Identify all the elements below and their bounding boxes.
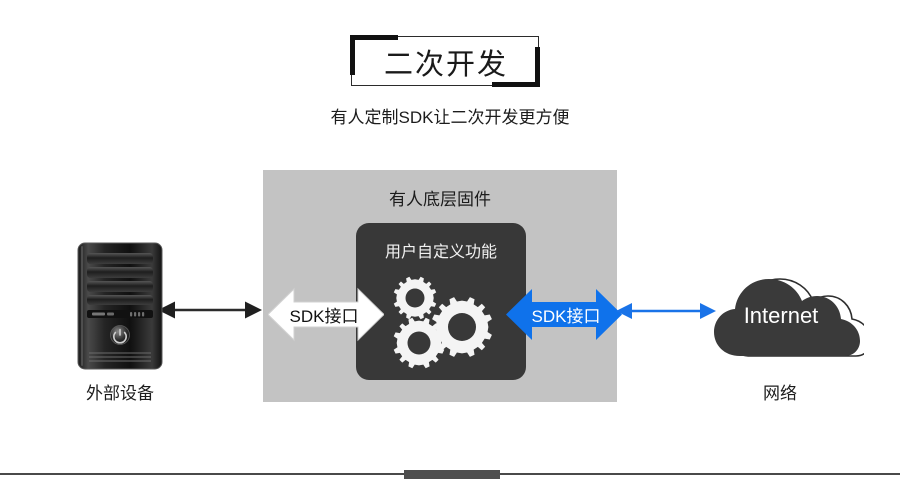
firmware-panel-label: 有人底层固件 bbox=[389, 190, 491, 209]
frame-corner-top-left-vertical bbox=[350, 35, 355, 75]
gear-medium-icon bbox=[393, 317, 445, 369]
gear-small-icon bbox=[393, 276, 437, 320]
gears-group bbox=[386, 272, 498, 372]
cloud-internet-text: Internet bbox=[743, 303, 819, 328]
custom-function-box bbox=[356, 223, 526, 380]
sdk-interface-arrow-left-label: SDK接口 bbox=[289, 307, 359, 326]
custom-function-label: 用户自定义功能 bbox=[384, 244, 497, 261]
gear-large-icon bbox=[432, 297, 492, 357]
page-title: 二次开发 bbox=[383, 49, 508, 81]
horizontal-scrollbar-thumb[interactable] bbox=[404, 470, 500, 479]
sdk-interface-arrow-right: SDK接口 bbox=[506, 286, 622, 343]
frame-corner-bottom-right-horizontal bbox=[492, 82, 540, 87]
sdk-interface-arrow-right-label: SDK接口 bbox=[531, 307, 601, 326]
sdk-interface-arrow-left: SDK接口 bbox=[268, 286, 384, 343]
frame-corner-bottom-right-vertical bbox=[535, 47, 540, 87]
title-frame: 二次开发 bbox=[350, 35, 540, 87]
computer-tower-icon bbox=[76, 241, 164, 371]
connector-arrow-left bbox=[158, 299, 262, 321]
frame-corner-top-left-horizontal bbox=[350, 35, 398, 40]
connector-arrow-right bbox=[616, 300, 716, 322]
external-device-label: 外部设备 bbox=[86, 384, 154, 403]
network-label: 网络 bbox=[763, 384, 797, 403]
page-subtitle: 有人定制SDK让二次开发更方便 bbox=[330, 108, 570, 127]
